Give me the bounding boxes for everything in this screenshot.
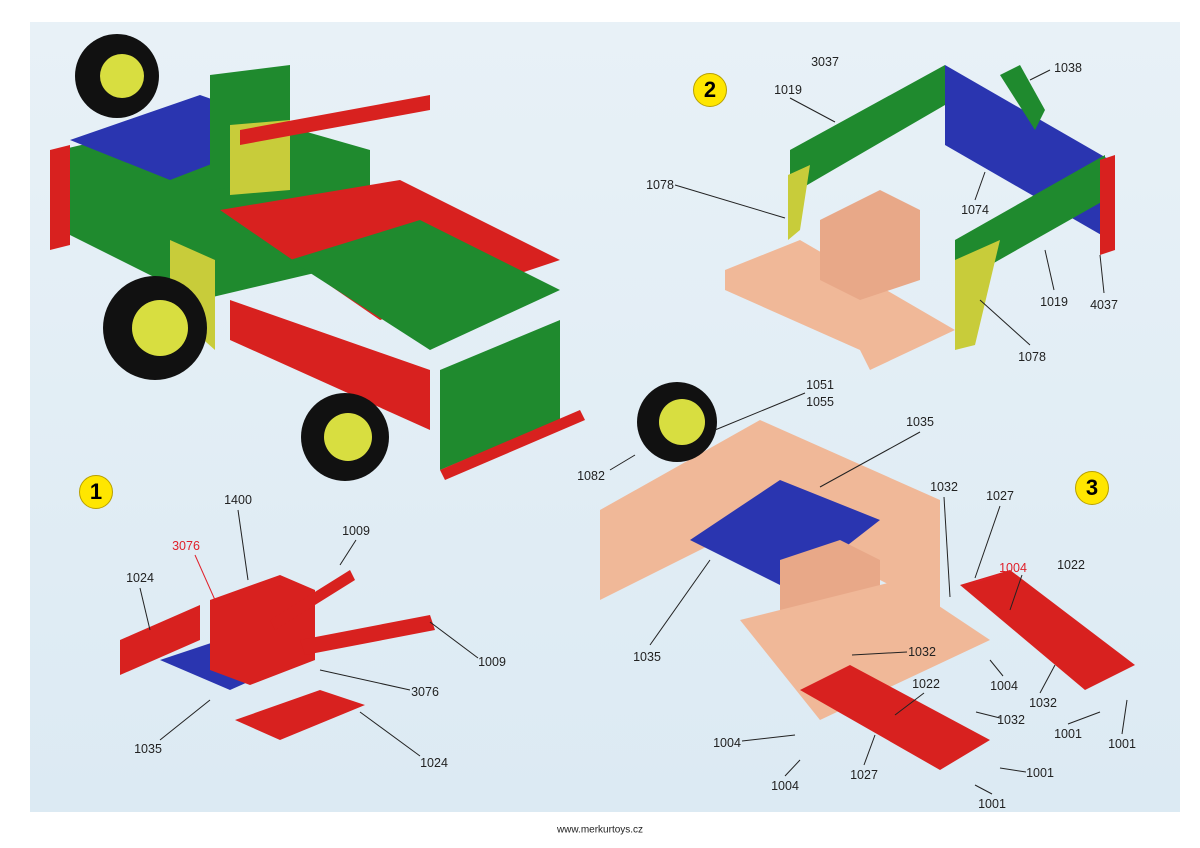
part-label: 1027	[986, 489, 1014, 503]
part-label: 1024	[126, 571, 154, 585]
step3-model	[600, 382, 1135, 770]
part-label: 3076	[411, 685, 439, 699]
step2-model	[725, 65, 1115, 370]
part-label: 3076	[172, 539, 200, 553]
website-footer: www.merkurtoys.cz	[556, 824, 644, 836]
part-label: 1027	[850, 768, 878, 782]
part-label: 1038	[1054, 61, 1082, 75]
part-label: 1022	[912, 677, 940, 691]
step-badge-3: 3	[1075, 471, 1109, 505]
step1-model	[120, 570, 435, 740]
part-label: 1035	[906, 415, 934, 429]
part-label: 1078	[1018, 350, 1046, 364]
part-label: 1032	[930, 480, 958, 494]
part-label: 1009	[342, 524, 370, 538]
part-label: 1051	[806, 378, 834, 392]
part-label: 1004	[713, 736, 741, 750]
part-label: 1032	[997, 713, 1025, 727]
step-badge-2: 2	[693, 73, 727, 107]
leader-lines	[139, 69, 1128, 795]
part-label: 4037	[1090, 298, 1118, 312]
part-label: 1074	[961, 203, 989, 217]
part-label: 1035	[633, 650, 661, 664]
part-label: 1001	[1026, 766, 1054, 780]
part-label: 1400	[224, 493, 252, 507]
part-label: 1055	[806, 395, 834, 409]
part-label: 3037	[811, 55, 839, 69]
part-label: 1001	[1108, 737, 1136, 751]
finished-car-model	[50, 34, 585, 481]
part-label: 1032	[908, 645, 936, 659]
part-label: 1004	[990, 679, 1018, 693]
part-label: 1078	[646, 178, 674, 192]
part-label: 1024	[420, 756, 448, 770]
part-label: 1004	[771, 779, 799, 793]
part-label: 1019	[1040, 295, 1068, 309]
part-label: 1022	[1057, 558, 1085, 572]
part-label: 1004	[999, 561, 1027, 575]
step-badge-1: 1	[79, 475, 113, 509]
part-label: 1009	[478, 655, 506, 669]
part-label: 1001	[978, 797, 1006, 811]
part-label: 1032	[1029, 696, 1057, 710]
part-label: 1001	[1054, 727, 1082, 741]
part-label: 1019	[774, 83, 802, 97]
part-label: 1035	[134, 742, 162, 756]
part-label: 1082	[577, 469, 605, 483]
